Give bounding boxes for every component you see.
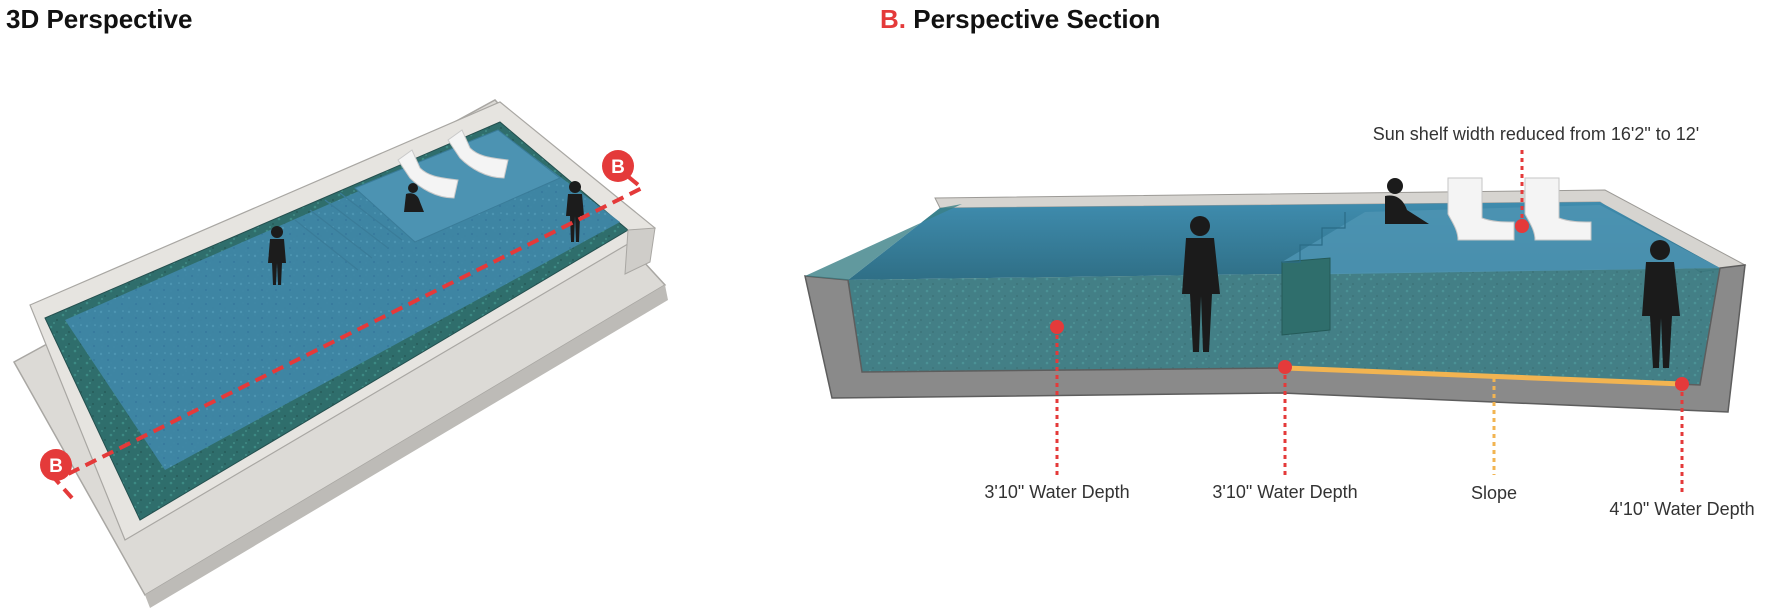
callout-depth-2 <box>1278 360 1292 475</box>
slope-line <box>1285 365 1683 387</box>
section-concrete-shell <box>804 264 1746 413</box>
label-depth-2: 3'10" Water Depth <box>1212 482 1358 502</box>
section-lounge-chairs <box>1447 177 1592 241</box>
section-cut-line <box>52 172 646 500</box>
pool-3d-model: B B <box>12 99 668 608</box>
pool-steps <box>294 192 403 271</box>
section-title: B. Perspective Section <box>880 4 1161 34</box>
section-marker-b-start: B <box>40 449 72 481</box>
section-title-prefix: B. <box>880 4 906 34</box>
svg-text:B: B <box>49 456 63 477</box>
callout-sun-shelf <box>1515 150 1529 233</box>
label-sun-shelf: Sun shelf width reduced from 16'2" to 12… <box>1372 124 1700 144</box>
perspective-title: 3D Perspective <box>6 4 193 34</box>
section-marker-b-end: B <box>602 150 634 182</box>
label-depth-1: 3'10" Water Depth <box>984 482 1130 502</box>
label-depth-deep: 4'10" Water Depth <box>1609 499 1755 519</box>
callout-depth-deep <box>1675 377 1689 492</box>
section-people-silhouettes <box>1182 178 1680 368</box>
section-steps <box>1282 212 1346 263</box>
callout-depth-1 <box>1050 320 1064 475</box>
lounge-chairs <box>397 129 509 199</box>
sun-shelf <box>354 129 561 243</box>
svg-text:B: B <box>611 157 625 178</box>
pool-water-surface <box>65 130 620 470</box>
people-silhouettes <box>268 181 584 285</box>
pool-section-model <box>804 150 1747 492</box>
label-slope: Slope <box>1470 483 1518 503</box>
